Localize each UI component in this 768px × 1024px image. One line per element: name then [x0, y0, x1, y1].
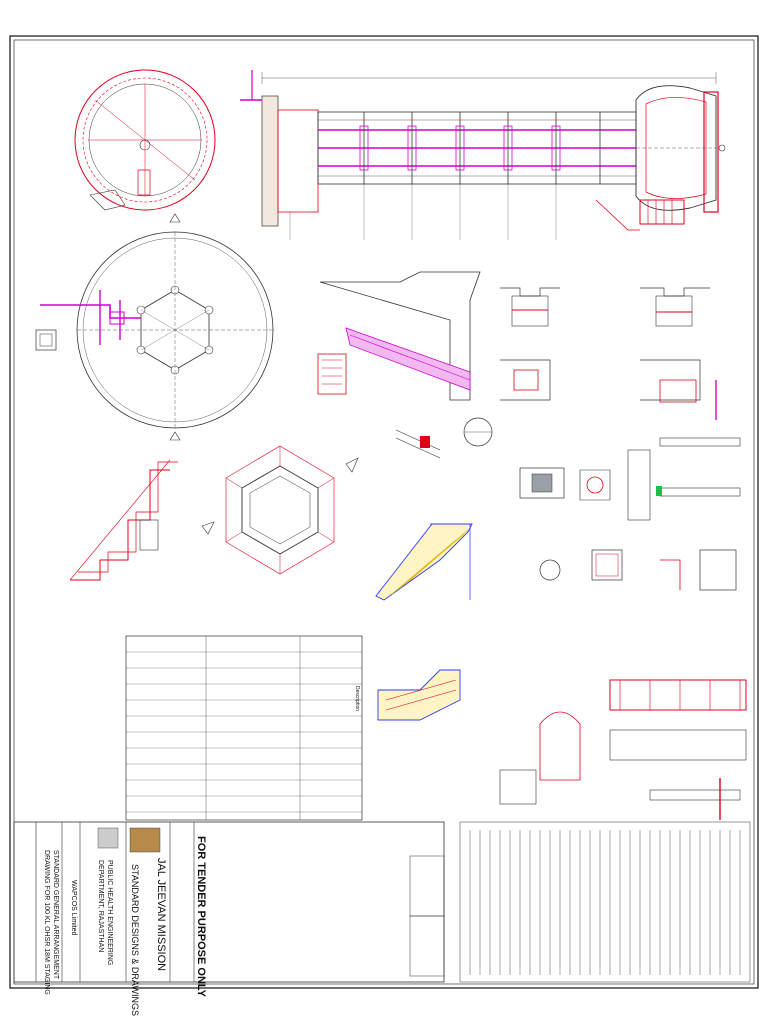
quantity-table: Description: [125, 635, 363, 821]
notes-block: [409, 821, 751, 983]
table-header: Description: [354, 686, 360, 711]
foundation-plan-view: [35, 213, 274, 441]
stair-flight-detail: [375, 523, 473, 721]
top-plan-view: [74, 69, 216, 211]
ladder-detail: [69, 459, 178, 581]
misc-details: [499, 549, 747, 820]
drawing-title-line1: STANDARD GENERAL ARRANGEMENT: [52, 850, 59, 980]
mission-title: JAL JEEVAN MISSION: [155, 858, 167, 971]
subtitle: STANDARD DESIGNS & DRAWINGS: [130, 864, 140, 1016]
bracing-details: [500, 287, 717, 420]
outer-border: [9, 35, 759, 989]
stair-plan-view: [201, 445, 359, 575]
tender-stamp: FOR TENDER PURPOSE ONLY: [195, 836, 207, 998]
consultant-name: WAPCOS Limited: [70, 880, 77, 935]
tower-elevation: [240, 70, 726, 240]
staircase-section: [317, 271, 481, 401]
pipe-details: [395, 417, 741, 521]
inner-border: [13, 39, 755, 985]
title-block: FOR TENDER PURPOSE ONLY JAL JEEVAN MISSI…: [13, 821, 445, 1016]
drawing-title-line2: DRAWING FOR 100 KL OHSR 18M STAGING: [43, 850, 50, 995]
department-line1: PUBLIC HEALTH ENGINEERING: [106, 860, 113, 965]
department-line2: DEPARTMENT, RAJASTHAN: [97, 860, 104, 952]
